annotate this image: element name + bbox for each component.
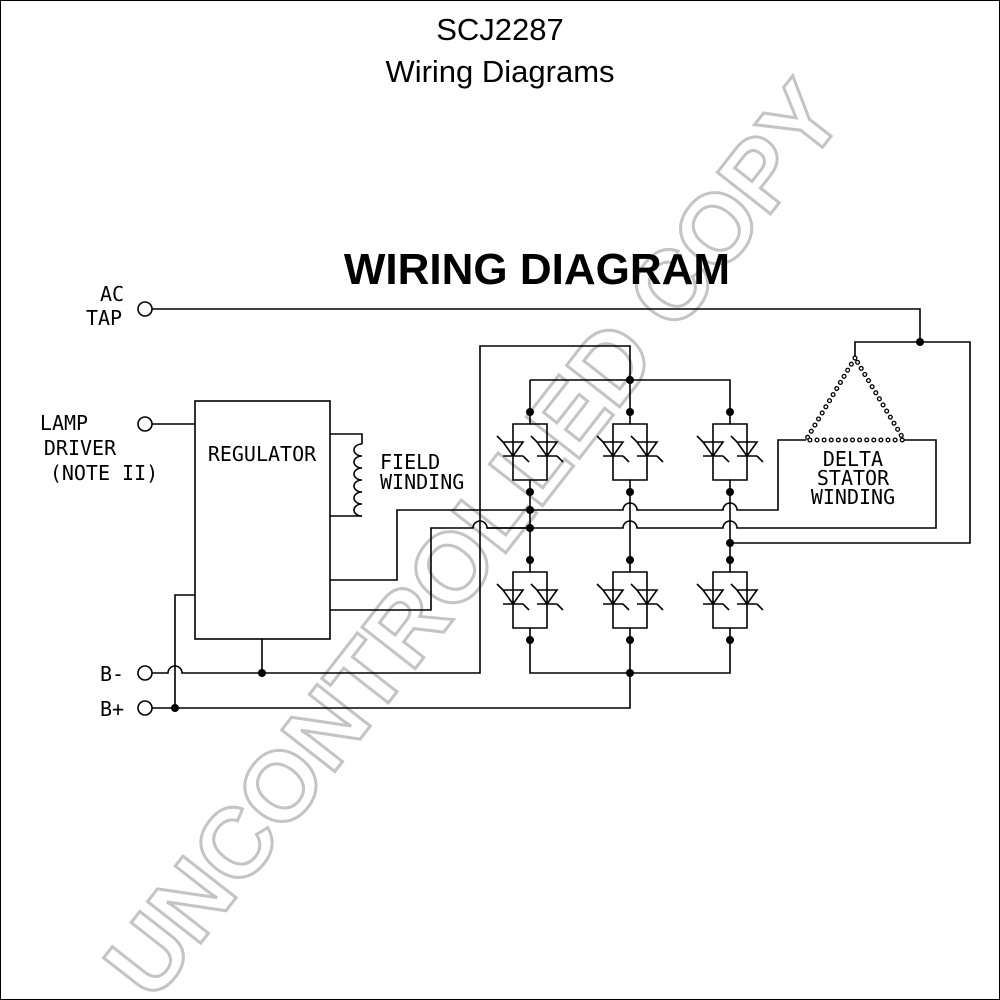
b-plus-terminal [137,700,153,716]
stator-label: STATOR [817,466,890,490]
field-winding-coil [330,433,363,517]
reg-output-1 [330,509,530,581]
b-minus-wire [152,345,631,674]
phase-c-wire [730,341,971,544]
page-code: SCJ2287 [436,12,564,47]
bridge-top-rail [530,379,731,412]
b-plus-wire [152,673,631,709]
stator-winding-label: WINDING [811,485,895,509]
phase-b-wire [487,439,937,529]
junction-dots [171,338,924,712]
page-subtitle: Wiring Diagrams [385,54,615,89]
phase-a-wire [530,439,806,511]
reg-output-2 [330,520,530,611]
note-label: (NOTE II) [50,461,158,485]
delta-label: DELTA [823,447,883,471]
ac-tap-terminal [137,301,153,317]
ac-label: AC [100,282,124,306]
ac-tap-wire [152,308,921,342]
b-minus-label: B- [100,662,124,686]
regulator-label: REGULATOR [208,442,317,466]
diagram-title: WIRING DIAGRAM [344,245,730,294]
regulator-box [194,400,331,640]
regulator-bplus-wire [174,594,195,708]
b-minus-terminal [137,665,153,681]
watermark: UNCONTROLLED COPY [83,61,864,1000]
lamp-driver-terminal [137,416,153,432]
lower-rectifier-bank [496,559,764,641]
tap-label: TAP [86,306,122,330]
lamp-label: LAMP [40,411,88,435]
winding-label: WINDING [380,470,464,494]
driver-label: DRIVER [44,436,117,460]
b-plus-label: B+ [100,697,124,721]
delta-stator-winding [801,353,909,443]
field-label: FIELD [380,450,440,474]
